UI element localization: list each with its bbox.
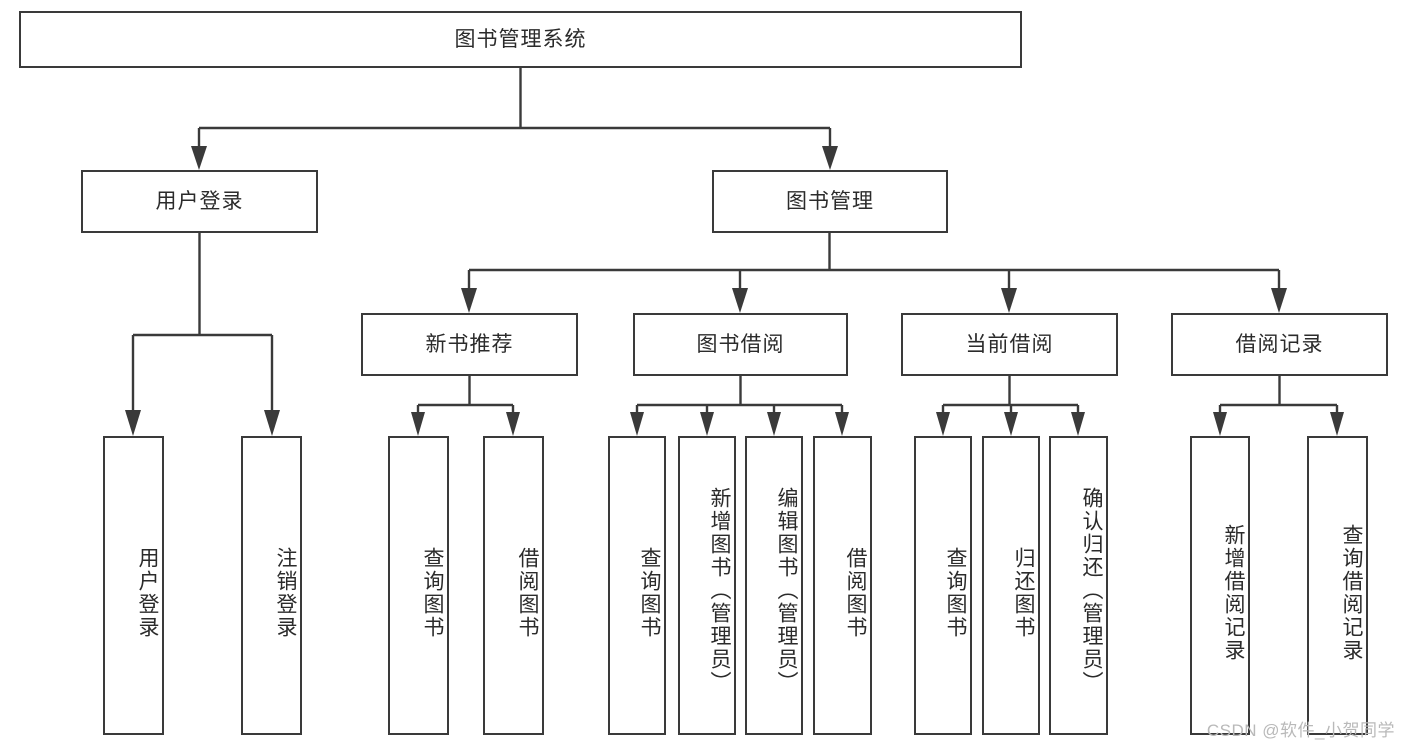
node-new-book-recommend[interactable]: 新书推荐 bbox=[361, 313, 578, 376]
node-book-management[interactable]: 图书管理 bbox=[712, 170, 948, 233]
node-book-management-label: 图书管理 bbox=[786, 189, 874, 213]
leaf-query-book-recommend[interactable]: 查询图书 bbox=[388, 436, 449, 735]
node-borrow-record[interactable]: 借阅记录 bbox=[1171, 313, 1388, 376]
leaf-user-login-label: 用户登录 bbox=[136, 546, 159, 639]
node-root[interactable]: 图书管理系统 bbox=[19, 11, 1022, 68]
leaf-query-borrow-record-label: 查询借阅记录 bbox=[1340, 523, 1363, 662]
node-new-book-recommend-label: 新书推荐 bbox=[425, 332, 514, 356]
leaf-edit-book-admin[interactable]: 编辑图书（管理员） bbox=[745, 436, 803, 735]
leaf-query-book-current-label: 查询图书 bbox=[944, 546, 967, 639]
leaf-confirm-return-admin-label: 确认归还（管理员） bbox=[1080, 487, 1103, 694]
node-current-borrow[interactable]: 当前借阅 bbox=[901, 313, 1118, 376]
leaf-query-book-current[interactable]: 查询图书 bbox=[914, 436, 972, 735]
leaf-query-book-recommend-label: 查询图书 bbox=[421, 546, 444, 639]
node-borrow-record-label: 借阅记录 bbox=[1235, 332, 1324, 356]
leaf-return-book-label: 归还图书 bbox=[1012, 546, 1035, 639]
leaf-user-logout[interactable]: 注销登录 bbox=[241, 436, 302, 735]
watermark: CSDN @软件_小贺同学 bbox=[1206, 721, 1395, 740]
leaf-add-borrow-record[interactable]: 新增借阅记录 bbox=[1190, 436, 1250, 735]
node-current-borrow-label: 当前借阅 bbox=[965, 332, 1054, 356]
leaf-return-book[interactable]: 归还图书 bbox=[982, 436, 1040, 735]
leaf-borrow-book-label: 借阅图书 bbox=[844, 546, 867, 639]
leaf-user-logout-label: 注销登录 bbox=[274, 546, 297, 639]
leaf-user-login[interactable]: 用户登录 bbox=[103, 436, 164, 735]
leaf-add-book-admin-label: 新增图书（管理员） bbox=[708, 487, 731, 694]
leaf-add-book-admin[interactable]: 新增图书（管理员） bbox=[678, 436, 736, 735]
node-root-label: 图书管理系统 bbox=[454, 27, 587, 51]
node-book-borrow[interactable]: 图书借阅 bbox=[633, 313, 848, 376]
node-user-login[interactable]: 用户登录 bbox=[81, 170, 318, 233]
node-book-borrow-label: 图书借阅 bbox=[696, 332, 785, 356]
leaf-query-book-borrow[interactable]: 查询图书 bbox=[608, 436, 666, 735]
leaf-borrow-book[interactable]: 借阅图书 bbox=[813, 436, 872, 735]
node-user-login-label: 用户登录 bbox=[155, 189, 244, 213]
leaf-borrow-book-recommend-label: 借阅图书 bbox=[516, 546, 539, 639]
leaf-query-borrow-record[interactable]: 查询借阅记录 bbox=[1307, 436, 1368, 735]
leaf-confirm-return-admin[interactable]: 确认归还（管理员） bbox=[1049, 436, 1108, 735]
leaf-edit-book-admin-label: 编辑图书（管理员） bbox=[775, 487, 798, 694]
leaf-query-book-borrow-label: 查询图书 bbox=[638, 546, 661, 639]
leaf-add-borrow-record-label: 新增借阅记录 bbox=[1222, 523, 1245, 662]
leaf-borrow-book-recommend[interactable]: 借阅图书 bbox=[483, 436, 544, 735]
